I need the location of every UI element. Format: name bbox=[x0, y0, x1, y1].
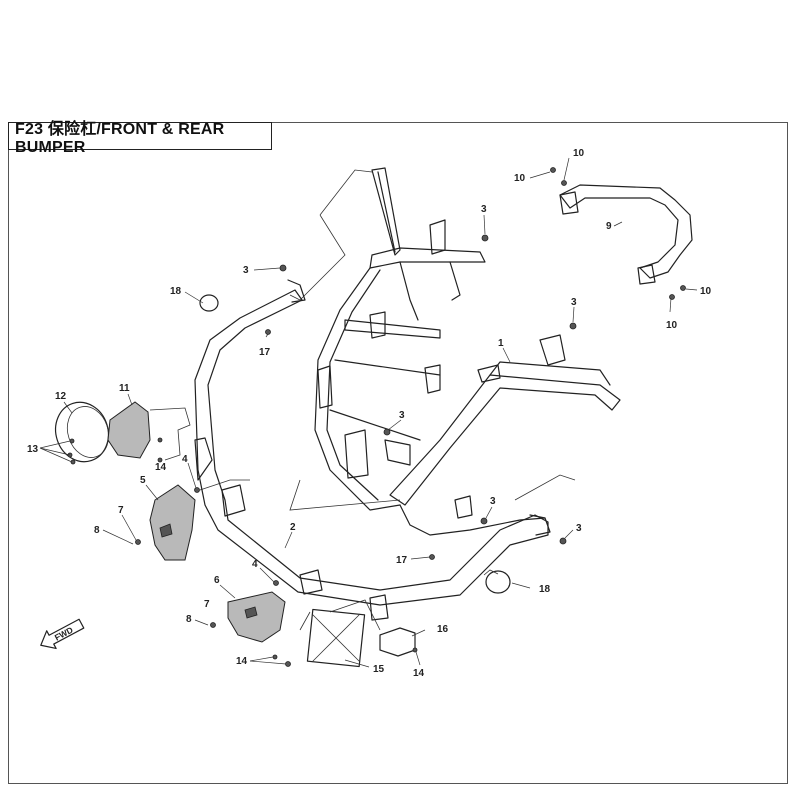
callout-7: 7 bbox=[204, 599, 210, 610]
fwd-label: FWD bbox=[53, 625, 75, 643]
front-lower-bumper bbox=[194, 279, 551, 621]
callout-17: 17 bbox=[396, 555, 408, 566]
callout-4: 4 bbox=[182, 454, 188, 465]
callout-7: 7 bbox=[118, 505, 124, 516]
callout-3: 3 bbox=[490, 496, 496, 507]
page-title: F23 保险杠/FRONT & REAR BUMPER bbox=[8, 121, 272, 156]
bumper-pad-18-left bbox=[199, 294, 219, 312]
callout-4: 4 bbox=[252, 559, 258, 570]
callout-10: 10 bbox=[666, 320, 678, 331]
callout-6: 6 bbox=[214, 575, 220, 586]
callout-14: 14 bbox=[155, 462, 167, 473]
callout-18: 18 bbox=[539, 584, 551, 595]
leader-lines bbox=[39, 157, 698, 668]
callout-1: 1 bbox=[498, 338, 504, 349]
callout-9: 9 bbox=[606, 221, 612, 232]
callout-3: 3 bbox=[481, 204, 487, 215]
page-title-text: F23 保险杠/FRONT & REAR BUMPER bbox=[15, 121, 225, 156]
callout-3: 3 bbox=[243, 265, 249, 276]
light-assembly bbox=[54, 401, 213, 481]
callout-17: 17 bbox=[259, 347, 271, 358]
callout-8: 8 bbox=[186, 614, 192, 625]
callout-8: 8 bbox=[94, 525, 100, 536]
callout-10: 10 bbox=[573, 148, 585, 159]
callout-2: 2 bbox=[290, 522, 296, 533]
callout-18: 18 bbox=[170, 286, 182, 297]
callout-3: 3 bbox=[571, 297, 577, 308]
bracket-16 bbox=[379, 627, 416, 657]
callout-10: 10 bbox=[700, 286, 712, 297]
forward-direction-arrow: FWD bbox=[40, 618, 85, 650]
callout-15: 15 bbox=[373, 664, 385, 675]
callout-5: 5 bbox=[140, 475, 146, 486]
diagram-frame bbox=[8, 122, 788, 784]
fasteners bbox=[67, 167, 686, 667]
callout-3: 3 bbox=[576, 523, 582, 534]
callout-13: 13 bbox=[27, 444, 39, 455]
guard-part-5 bbox=[149, 484, 196, 561]
callout-14: 14 bbox=[413, 668, 425, 679]
callout-11: 11 bbox=[119, 383, 130, 394]
callout-3: 3 bbox=[399, 410, 405, 421]
callouts: 1 2 3 3 3 3 3 3 4 4 5 6 7 7 8 8 9 10 10 … bbox=[27, 148, 712, 679]
callout-10: 10 bbox=[514, 173, 526, 184]
callout-16: 16 bbox=[437, 624, 449, 635]
front-bumper-frame bbox=[314, 167, 621, 536]
plate-15 bbox=[306, 608, 366, 668]
guard-part-6 bbox=[227, 591, 286, 643]
bumper-pad-18-right bbox=[485, 570, 511, 594]
callout-14: 14 bbox=[236, 656, 248, 667]
callout-12: 12 bbox=[55, 391, 67, 402]
rear-bumper bbox=[559, 184, 693, 285]
